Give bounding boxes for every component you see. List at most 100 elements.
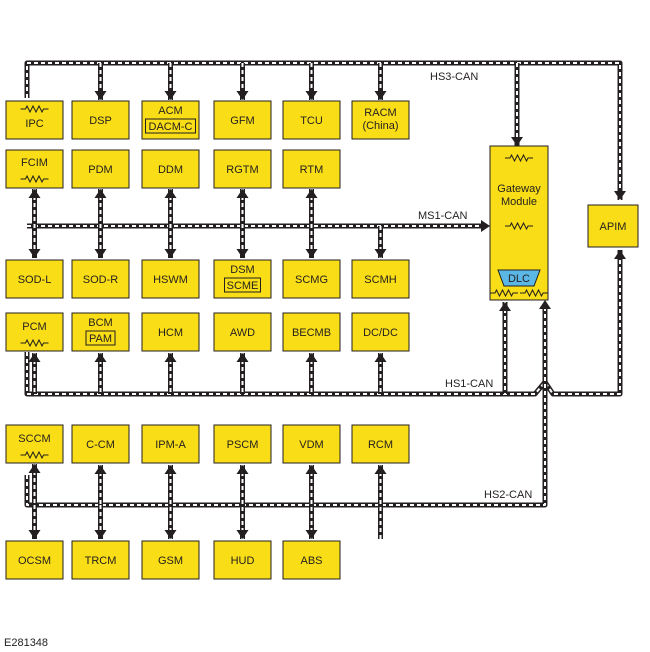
drop-pcm [28,353,41,394]
bus-hs2-gateway-arrow [539,300,551,309]
drop-dcdc-arrow-up [374,353,387,362]
module-dsm-label: DSM [230,264,254,276]
module-hcm-box [141,312,200,352]
module-fcim-label: FCIM [21,157,48,169]
drop-ddm-arrow-down [164,249,177,258]
module-tcu: TCU [282,100,341,140]
module-gfm-box [213,100,272,140]
module-ipc-box [5,100,64,140]
module-scmh-label: SCMH [364,274,396,286]
module-rgtm-box [213,149,272,189]
module-pdm-label: PDM [88,164,112,176]
drop-gateway-hs3-arrow-down [511,137,523,146]
drop-ipm-a-arrow-down [164,530,177,539]
drop-pdm-arrow-up [94,189,107,198]
module-pcm-box [5,312,64,352]
module-ddm: DDM [141,149,200,189]
module-ipm-a-box [141,424,200,464]
module-rtm-label: RTM [300,164,324,176]
module-vdm-box [282,424,341,464]
drop-gfm-arrow-down [236,91,249,100]
drop-sccm-arrow-down [28,530,41,539]
module-ipc-label: IPC [25,118,43,130]
module-ocsm-label: OCSM [18,555,51,567]
module-apim: APIM [587,204,639,248]
module-scmg: SCMG [282,259,341,299]
module-abs-box [282,540,341,580]
dlc-connector-icon [497,269,541,287]
module-tcu-label: TCU [300,115,323,127]
drop-fcim [28,189,41,258]
module-bcm-sublabel: PAM [89,333,112,345]
module-gfm: GFM [213,100,272,140]
module-acm-sublabel: DACM-C [149,121,193,133]
drop-ocsm [28,464,41,505]
module-hcm: HCM [141,312,200,352]
drop-tcu-arrow-down [305,91,318,100]
gateway-terminator-mid-icon [505,221,533,231]
module-bcm: BCM PAM [71,312,130,352]
module-becmb-label: BECMB [292,327,331,339]
module-becmb-box [282,312,341,352]
module-sod-l-box [5,259,64,299]
module-pscm-box [213,424,272,464]
bus-layer [24,60,626,539]
module-hswm-box [141,259,200,299]
drop-dcdc [374,353,387,394]
module-dcdc: DC/DC [351,312,410,352]
drop-fcim-arrow-up [28,189,41,198]
gateway-module-label-0: Gateway [497,183,541,195]
module-hud-label: HUD [231,555,255,567]
module-rcm: RCM [351,424,410,464]
module-ddm-label: DDM [158,164,183,176]
drop-tcu [305,63,318,100]
module-ocsm: OCSM [5,540,64,580]
bus-hs3-dash [26,62,621,200]
module-dsm-sub-box [224,277,261,293]
module-racm: RACM(China) [351,100,410,140]
drop-scmh [374,226,387,258]
drop-racm [374,63,387,100]
module-rgtm: RGTM [213,149,272,189]
drop-pscm-arrow-up [236,465,249,474]
drop-becmb [305,353,318,394]
drop-bcm-arrow-up [94,353,107,362]
drop-scmh-arrow-down [374,249,387,258]
module-scmh: SCMH [351,259,410,299]
module-pcm-terminator-icon [20,338,49,348]
module-pcm-label: PCM [22,321,46,333]
module-abs-label: ABS [300,555,322,567]
gateway-terminator-bottom-left-icon [490,288,518,298]
bus-hs3-apim-arrow [614,191,626,200]
module-ipm-a: IPM-A [141,424,200,464]
module-dsp: DSP [71,100,130,140]
module-gsm-label: GSM [158,555,183,567]
module-hswm-label: HSWM [153,274,188,286]
module-sccm-box [5,424,64,464]
module-pcm: PCM [5,312,64,352]
module-pscm: PSCM [213,424,272,464]
module-scmg-box [282,259,341,299]
bus-hs1-dash [26,250,621,395]
module-bcm-sub-box [85,330,116,346]
module-ddm-box [141,149,200,189]
drop-vdm [305,465,318,539]
bus-label-hs2: HS2-CAN [484,489,532,501]
dlc-label: DLC [508,273,530,285]
module-sccm-terminator-icon [20,450,49,460]
drop-bcm [94,353,107,394]
module-dcdc-label: DC/DC [363,327,398,339]
module-bcm-label: BCM [88,317,112,329]
module-abs: ABS [282,540,341,580]
gateway-terminator-bottom-right-icon [520,288,548,298]
module-hswm: HSWM [141,259,200,299]
module-trcm-label: TRCM [85,555,117,567]
drop-acm [164,63,177,100]
drop-fcim-arrow-down [28,249,41,258]
module-rcm-box [351,424,410,464]
drop-sccm [28,505,41,539]
